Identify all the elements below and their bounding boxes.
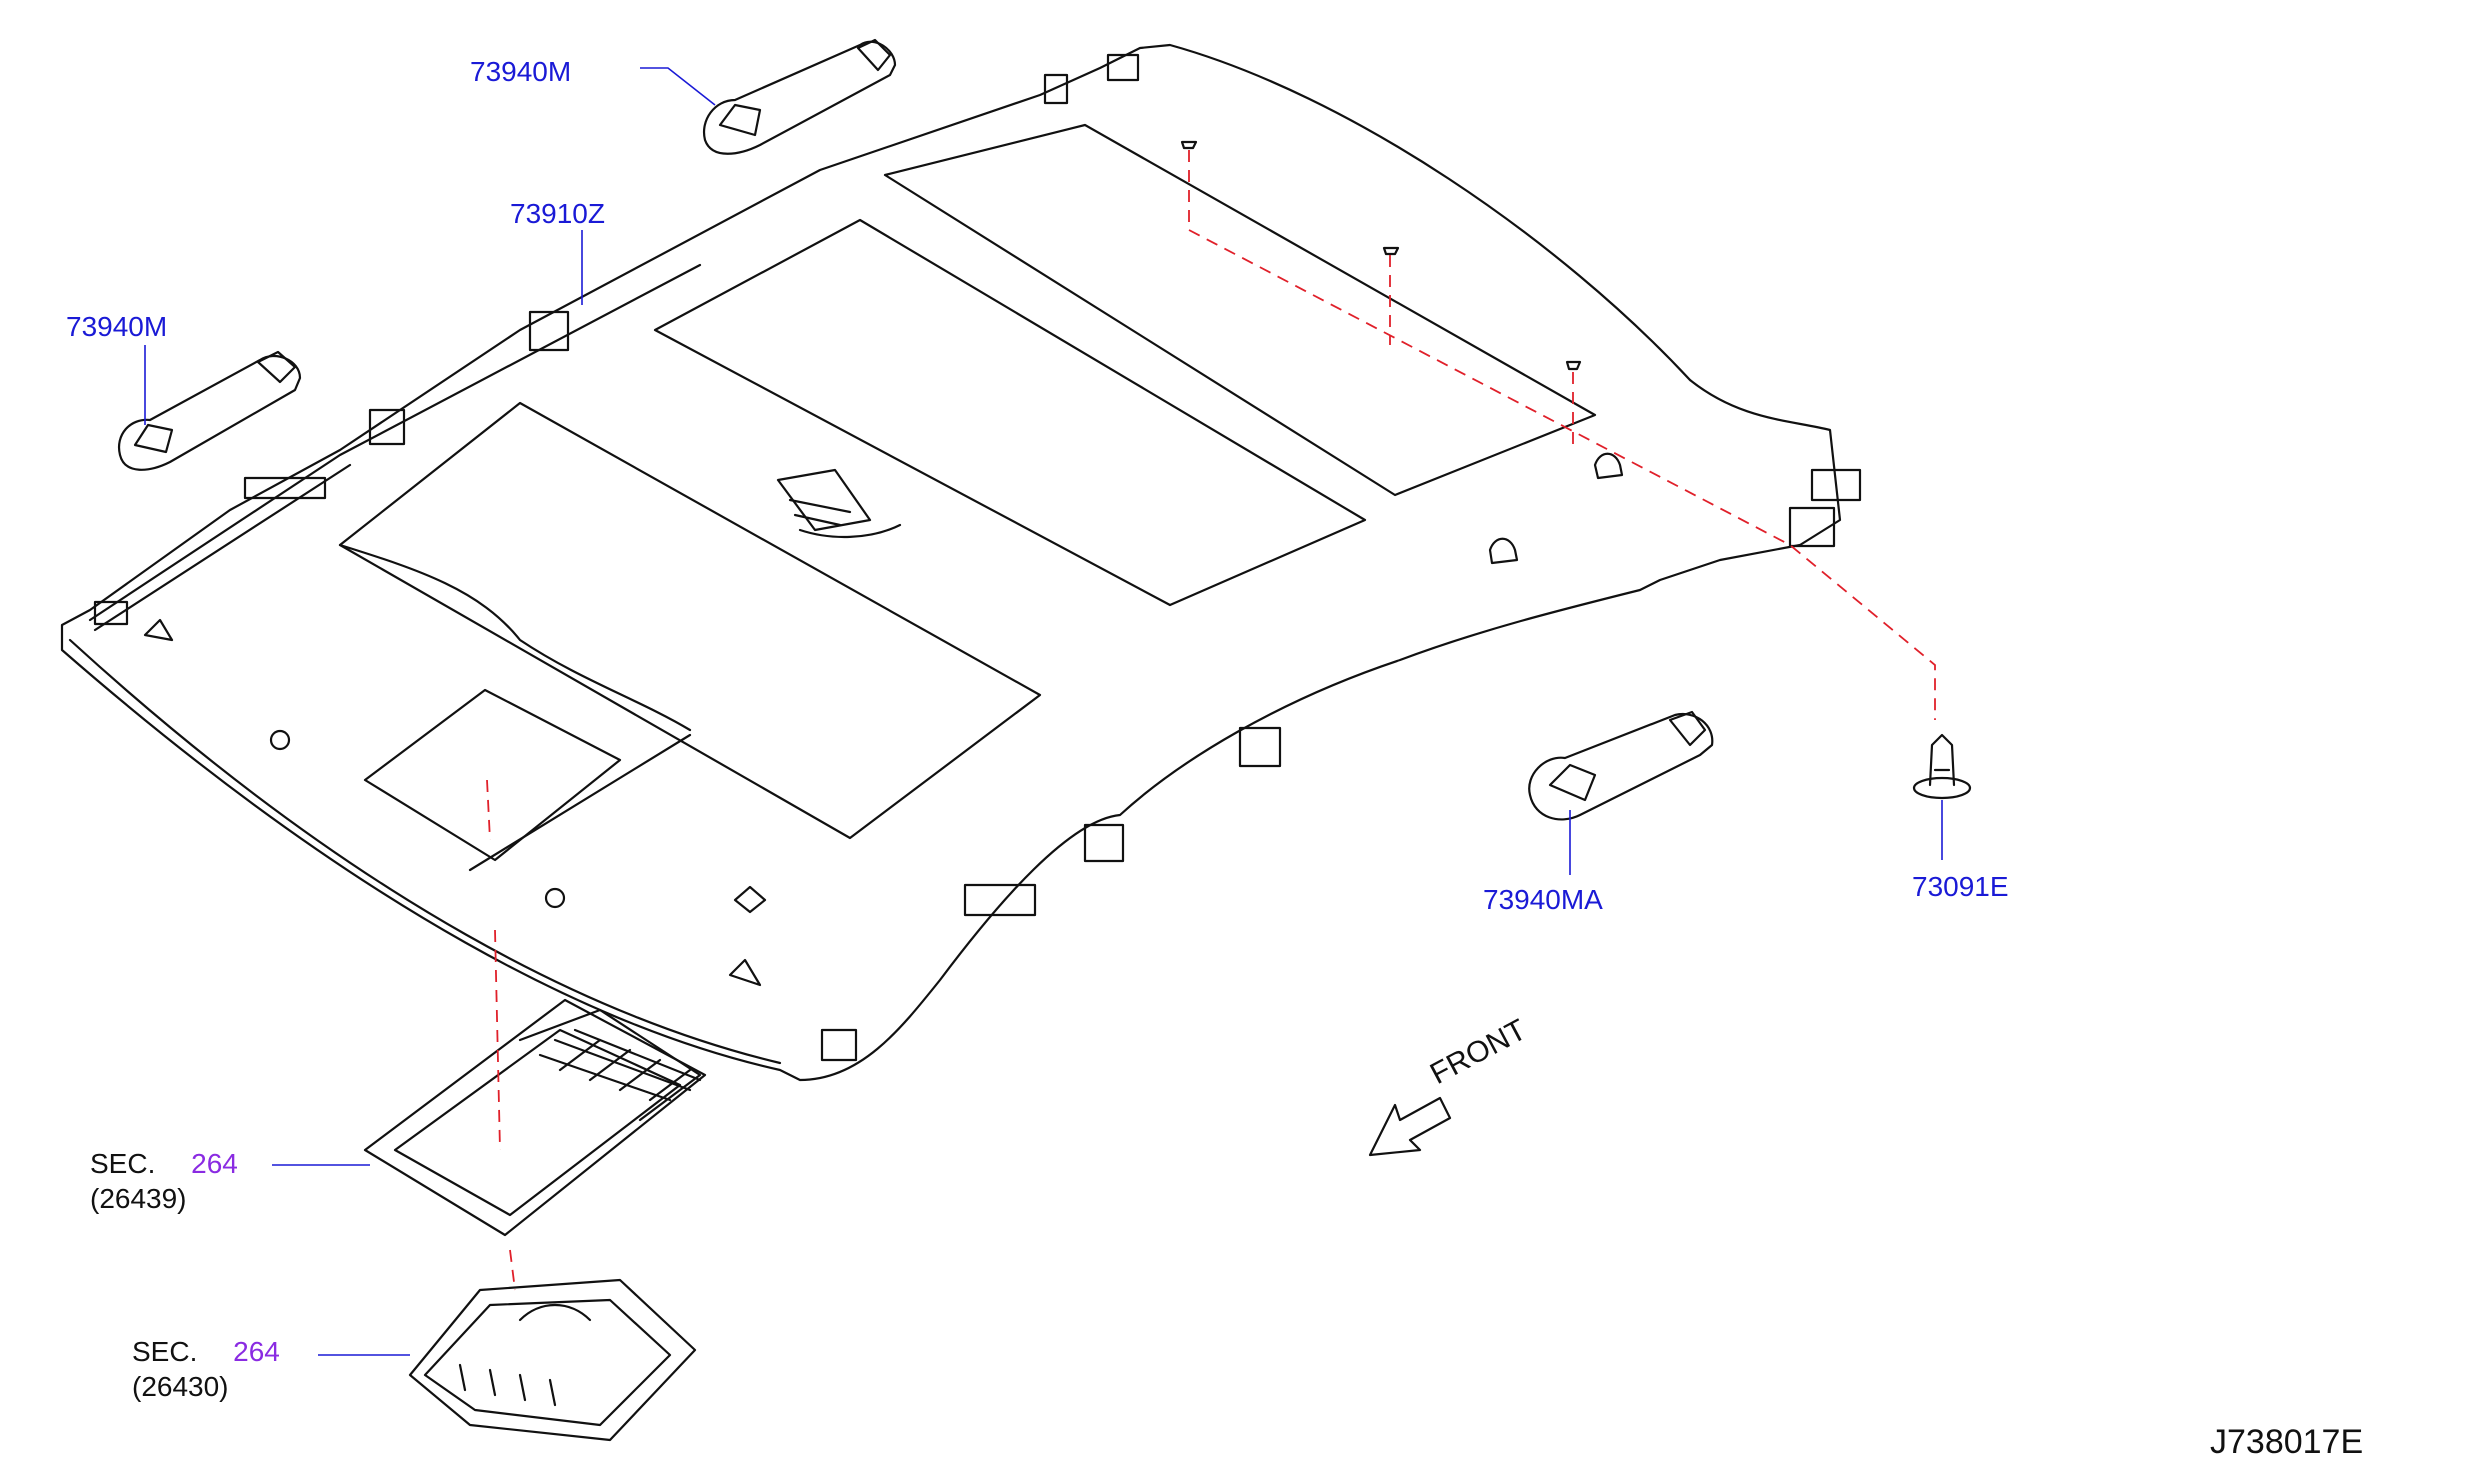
section-lower: SEC. 264 [132,1338,280,1366]
part-number-label[interactable]: 73940M [66,311,168,342]
assist-grip-front [1528,710,1714,821]
section-number-link[interactable]: 264 [233,1336,280,1367]
assist-grip-rear-left [117,350,302,471]
section-sub-number: (26439) [90,1183,187,1214]
section-sub-number: (26430) [132,1371,229,1402]
section-prefix: SEC. [90,1148,156,1179]
map-light-opening [363,688,622,862]
dashed-lines [486,150,1936,1291]
section-upper: SEC. 264 [90,1150,238,1178]
section-prefix: SEC. [132,1336,198,1367]
assist-grip-rear-top [702,38,897,155]
section-number-link[interactable]: 264 [191,1148,238,1179]
clip-73091e [1912,733,1972,800]
headlining-panel [60,43,1842,1082]
part-number-label[interactable]: 73940M [470,56,572,87]
part-number-label[interactable]: 73940MA [1483,884,1603,915]
rear-slots [1180,140,1582,371]
part-number-label[interactable]: 73091E [1912,871,2009,902]
map-lamp-bracket [363,998,707,1237]
part-number-label[interactable]: 73910Z [510,198,605,229]
diagram-id: J738017E [2210,1423,2364,1461]
leader-lines [144,67,1943,1356]
roof-panels [338,123,1597,840]
map-lamp-assembly [408,1278,697,1442]
edge-clips [93,53,1862,1062]
front-arrow [1368,1096,1452,1157]
center-lamp-bracket [776,468,902,539]
